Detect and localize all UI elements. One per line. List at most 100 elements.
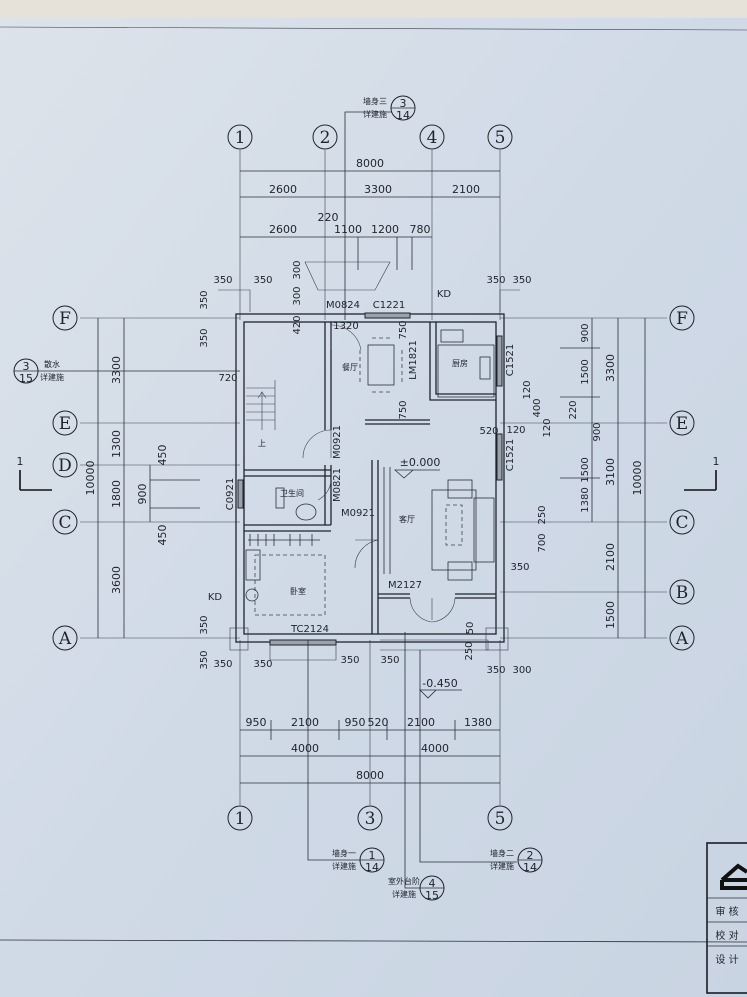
dimension-label: 1380 bbox=[464, 716, 492, 729]
grid-axis-top-label: 2 bbox=[320, 128, 331, 148]
opening-label: TC2124 bbox=[290, 624, 329, 635]
dimension-label: 350 bbox=[199, 328, 210, 347]
dimension-label: 520 bbox=[368, 716, 389, 729]
dimension-lines bbox=[97, 170, 646, 784]
callout-sheet: 15 bbox=[19, 372, 33, 385]
dimension-label: 900 bbox=[592, 422, 603, 441]
grid-axis-left-bubble bbox=[52, 509, 78, 535]
grid-axis-bottom-bubble bbox=[357, 805, 383, 831]
grid-axis-bottom-label: 1 bbox=[235, 809, 246, 829]
callout-ref: 详建施 bbox=[332, 861, 356, 871]
dimension-label: 900 bbox=[580, 323, 591, 342]
dimension-label: 750 bbox=[398, 320, 409, 339]
grid-axis-right-label: B bbox=[676, 583, 689, 603]
grid-axis-bottom-bubble bbox=[487, 805, 513, 831]
opening-label: M0824 bbox=[326, 300, 360, 311]
outdoor-level-marker bbox=[419, 689, 462, 699]
dimension-label: 2100 bbox=[452, 183, 480, 196]
callout-title: 墙身三 bbox=[363, 96, 387, 106]
grid-axis-bottom-bubble bbox=[227, 805, 253, 831]
dimension-label: 1300 bbox=[110, 430, 123, 458]
section-mark-label: 1 bbox=[713, 455, 720, 468]
dimension-label: 2600 bbox=[269, 223, 297, 236]
opening-label: C1221 bbox=[373, 300, 405, 311]
callout-title: 室外台阶 bbox=[388, 876, 420, 886]
callout-ref: 详建施 bbox=[40, 372, 64, 382]
opening-label: C1521 bbox=[505, 344, 516, 376]
dimension-label: 350 bbox=[380, 655, 399, 666]
dimension-label: 350 bbox=[486, 665, 505, 676]
opening-label: KD bbox=[437, 289, 452, 300]
dimension-label: 120 bbox=[522, 380, 533, 399]
grid-axis-top-label: 4 bbox=[427, 128, 438, 148]
dimension-label: 10000 bbox=[631, 461, 644, 496]
section-mark-label: 1 bbox=[17, 455, 24, 468]
grid-axis-right-bubble bbox=[669, 579, 695, 605]
dimension-label: 350 bbox=[486, 275, 505, 286]
dimension-label: 400 bbox=[532, 398, 543, 417]
dimension-label: 350 bbox=[253, 659, 272, 670]
dimension-label: 3600 bbox=[110, 566, 123, 594]
dimension-label: 10000 bbox=[84, 461, 97, 496]
dimension-label: 350 bbox=[199, 615, 210, 634]
opening-label: M0921 bbox=[341, 508, 375, 519]
outdoor-level-label: -0.450 bbox=[422, 677, 457, 690]
dimension-label: 120 bbox=[506, 425, 525, 436]
callout-sheet: 14 bbox=[365, 861, 379, 874]
section-mark-left bbox=[19, 470, 52, 491]
dimension-label: 2100 bbox=[604, 543, 617, 571]
furniture bbox=[245, 329, 495, 616]
callout-number: 2 bbox=[527, 849, 534, 862]
dimension-label: 350 bbox=[253, 275, 272, 286]
dimension-label: 450 bbox=[156, 525, 169, 546]
grid-axis-top-label: 5 bbox=[495, 128, 506, 148]
title-block bbox=[706, 842, 747, 994]
grid-axis-top-bubble bbox=[312, 124, 338, 150]
callout-ref: 详建施 bbox=[363, 109, 387, 119]
frame-top-line bbox=[0, 26, 747, 31]
grid-axis-left-label: F bbox=[59, 309, 71, 329]
dimension-label: 50 bbox=[465, 622, 476, 635]
grid-axis-top-label: 1 bbox=[235, 128, 246, 148]
dimension-label: 3300 bbox=[110, 356, 123, 384]
callout-title: 散水 bbox=[44, 359, 60, 369]
room-label-living: 客厅 bbox=[399, 514, 415, 524]
grid-axis-left-bubble bbox=[52, 452, 78, 478]
grid-axis-right-label: A bbox=[675, 629, 689, 649]
dimension-label: 420 bbox=[292, 315, 303, 334]
grid-axis-left-bubble bbox=[52, 625, 78, 651]
dimension-label: 350 bbox=[340, 655, 359, 666]
callout-number: 1 bbox=[369, 849, 376, 862]
dimension-label: 3100 bbox=[604, 458, 617, 486]
dimension-label: 350 bbox=[512, 275, 531, 286]
grid-axis-left-label: C bbox=[58, 513, 71, 533]
dimension-label: 1380 bbox=[580, 487, 591, 512]
dimension-label: 300 bbox=[512, 665, 531, 676]
dimension-label: 350 bbox=[213, 659, 232, 670]
section-mark-right bbox=[684, 470, 717, 491]
opening-label: M2127 bbox=[388, 580, 422, 591]
callout-ref: 详建施 bbox=[490, 861, 514, 871]
grid-axis-bottom-label: 5 bbox=[495, 809, 506, 829]
opening-label: M0821 bbox=[332, 468, 343, 502]
grid-axis-bottom-label: 3 bbox=[365, 809, 376, 829]
staircase bbox=[246, 380, 276, 430]
dimension-label: 250 bbox=[537, 505, 548, 524]
grid-axis-right-bubble bbox=[669, 509, 695, 535]
top-edge bbox=[0, 0, 747, 18]
grid-lines bbox=[80, 150, 667, 805]
dimension-label: 220 bbox=[318, 211, 339, 224]
dimension-label: 2100 bbox=[407, 716, 435, 729]
dimension-label: 1500 bbox=[580, 359, 591, 384]
dimension-label: 8000 bbox=[356, 769, 384, 782]
dimension-label: 300 bbox=[292, 286, 303, 305]
doors bbox=[302, 324, 456, 623]
grid-axis-top-bubble bbox=[487, 124, 513, 150]
grid-axis-top-bubble bbox=[419, 124, 445, 150]
dimension-label: 3300 bbox=[604, 354, 617, 382]
callout-number: 3 bbox=[23, 360, 30, 373]
grid-axis-left-bubble bbox=[52, 305, 78, 331]
grid-axis-right-bubble bbox=[669, 625, 695, 651]
dimension-label: 1100 bbox=[334, 223, 362, 236]
